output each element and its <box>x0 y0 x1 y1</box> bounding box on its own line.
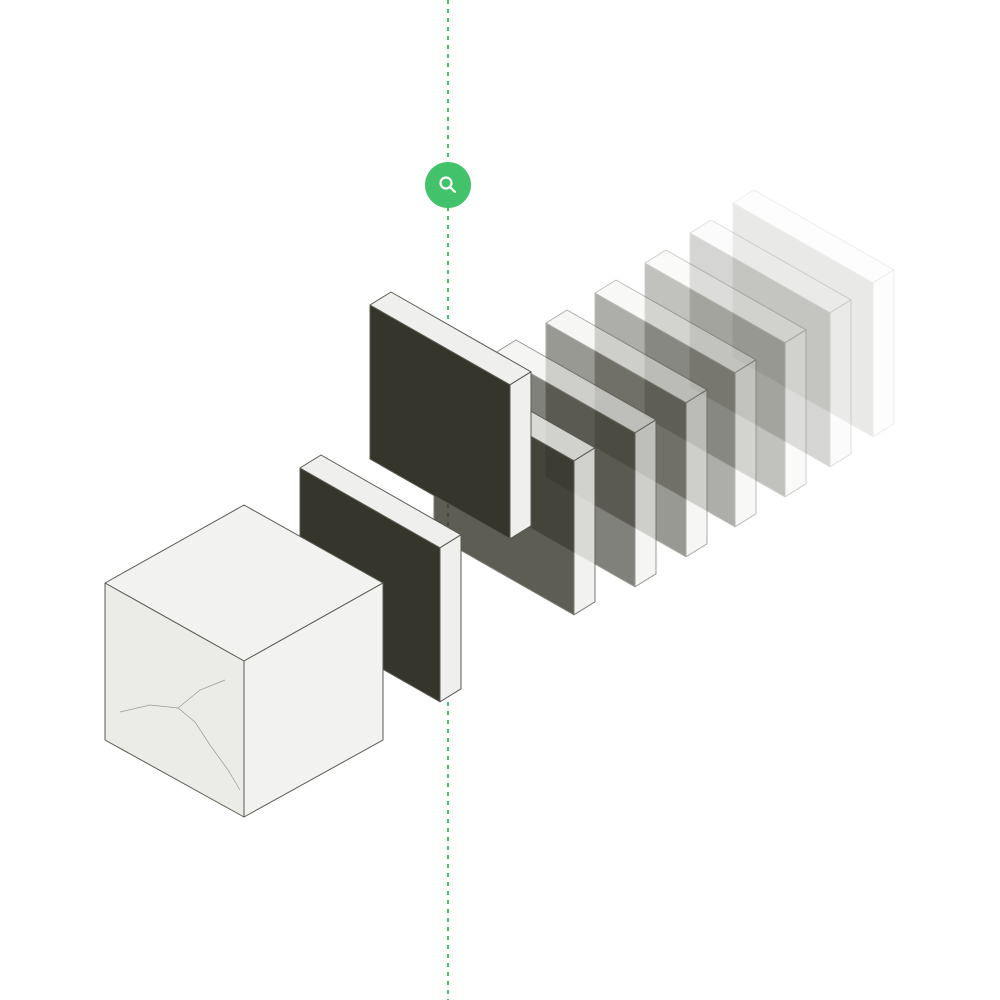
layer-side-edge <box>734 359 757 528</box>
layer-side-edge <box>509 371 532 540</box>
layer-top-edge <box>689 219 852 314</box>
layer-stack <box>299 189 895 703</box>
layer-side-edge <box>439 534 462 703</box>
base-cube <box>104 504 384 818</box>
layer-9 <box>732 189 895 438</box>
layer-front-face <box>732 202 874 438</box>
zoom-button[interactable] <box>425 162 471 208</box>
layer-top-edge <box>594 279 757 374</box>
marble-vein <box>119 679 241 791</box>
layer-side-edge <box>685 389 708 558</box>
layer-side-edge <box>872 269 895 438</box>
magnifier-icon <box>439 176 457 194</box>
layer-side-edge <box>634 419 657 588</box>
layer-side-edge <box>784 329 807 498</box>
layer-side-edge <box>829 299 852 468</box>
layer-side-edge <box>573 447 596 616</box>
layer-top-edge <box>732 189 895 284</box>
layer-8 <box>689 219 852 468</box>
layer-2 <box>369 291 532 540</box>
layer-front-face <box>689 232 831 468</box>
cube-right-face <box>243 582 384 818</box>
layer-top-edge <box>644 249 807 344</box>
layer-7 <box>644 249 807 498</box>
